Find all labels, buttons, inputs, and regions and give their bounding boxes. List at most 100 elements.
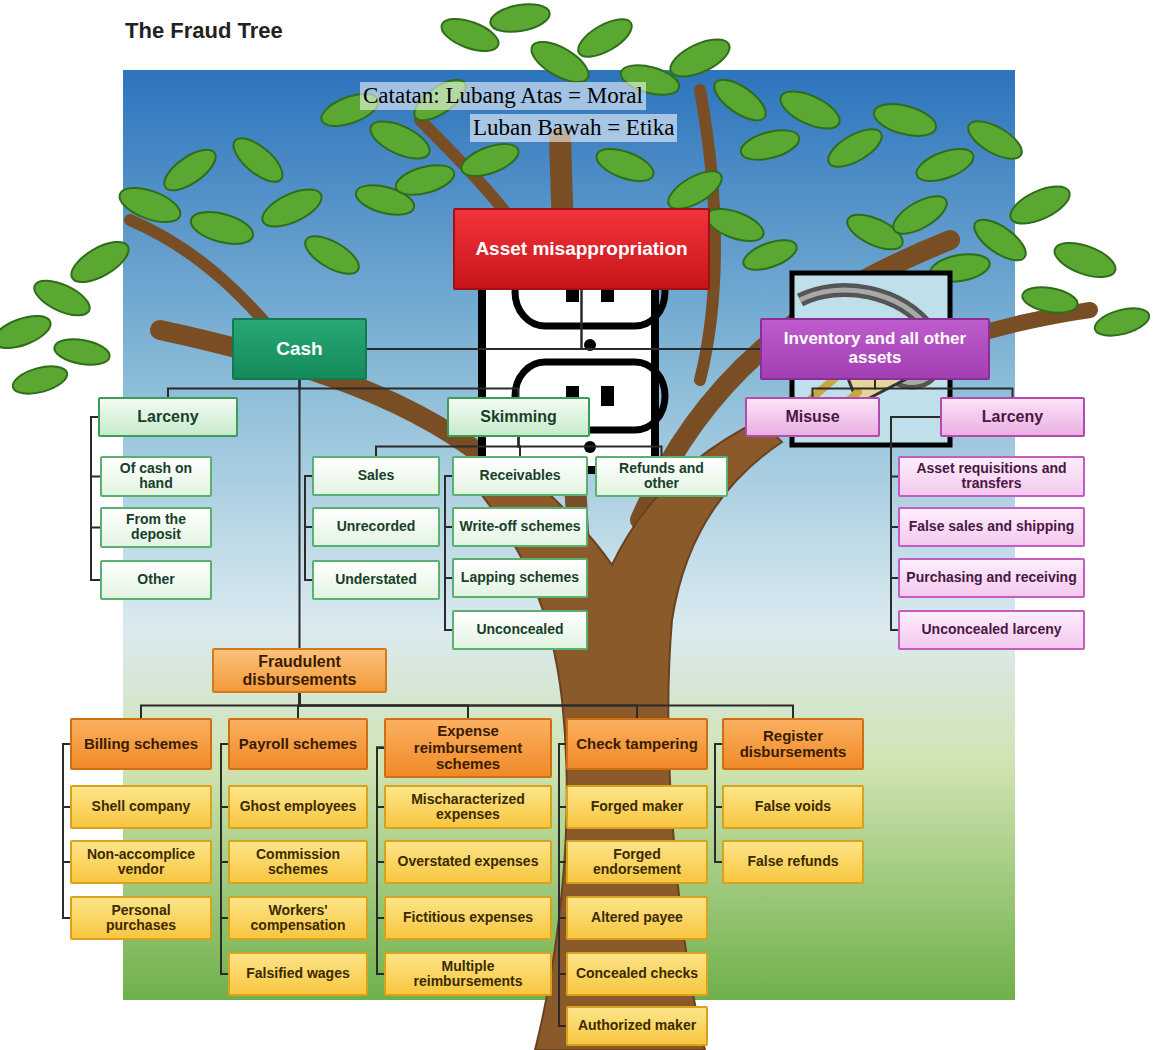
fraud-category-box: Falsified wages <box>228 952 368 996</box>
fraud-category-box: Unconcealed <box>452 610 588 650</box>
fraud-category-box: Authorized maker <box>566 1006 708 1046</box>
sky-panel <box>123 70 1015 1000</box>
diagram-title: The Fraud Tree <box>125 18 283 44</box>
tree-connector <box>305 476 312 580</box>
tree-connector <box>63 744 70 807</box>
tree-connector <box>377 748 384 862</box>
fraud-category-box: Asset requisitions and transfers <box>898 456 1085 497</box>
box-label: Unconcealed larceny <box>921 622 1061 637</box>
box-label: Misuse <box>785 408 839 426</box>
fraud-category-box: Fictitious expenses <box>384 896 552 940</box>
fraud-category-box: Misuse <box>745 397 880 437</box>
tree-connector <box>377 748 384 918</box>
box-label: Of cash on hand <box>106 461 206 492</box>
leaf <box>488 0 552 36</box>
box-label: Fictitious expenses <box>403 910 533 925</box>
leaf <box>158 142 222 198</box>
leaf <box>740 234 801 276</box>
leaf <box>457 138 522 183</box>
leaf <box>65 234 134 290</box>
box-label: Ghost employees <box>240 799 357 814</box>
tree-connector <box>376 437 519 456</box>
note-text: Catatan: Lubang Atas = Moral <box>360 82 646 110</box>
box-label: Unrecorded <box>337 519 416 534</box>
tree-connector <box>221 744 228 807</box>
fraud-category-box: Other <box>100 560 212 600</box>
tree-connector <box>221 744 228 974</box>
box-label: Mischaracterized expenses <box>390 792 546 823</box>
tree-connector <box>377 748 384 807</box>
box-label: Sales <box>358 468 395 483</box>
box-label: Register disbursements <box>728 728 858 761</box>
leaf <box>702 203 767 248</box>
leaf <box>10 361 70 399</box>
leaf <box>300 229 365 282</box>
fraud-category-box: Non-accomplice vendor <box>70 840 212 884</box>
tree-connector <box>63 744 70 918</box>
leaf <box>708 72 772 128</box>
leaf <box>1050 236 1120 284</box>
leaf <box>665 32 735 84</box>
fraud-category-box: Unrecorded <box>312 507 440 547</box>
box-label: Asset requisitions and transfers <box>904 461 1079 492</box>
box-label: Personal purchases <box>76 903 206 934</box>
fraud-category-box: Asset misappropriation <box>453 208 710 290</box>
tree-connector <box>367 290 582 349</box>
leaf <box>870 98 939 142</box>
box-label: False voids <box>755 799 831 814</box>
fraud-category-box: Receivables <box>452 456 588 496</box>
box-label: Larceny <box>982 408 1043 426</box>
leaf <box>912 143 977 188</box>
tree-connector <box>582 290 761 349</box>
tree-connector <box>221 744 228 862</box>
fraud-category-box: Altered payee <box>566 896 708 940</box>
fraud-category-box: Larceny <box>98 397 238 437</box>
fraud-category-box: Check tampering <box>566 718 708 770</box>
leaf <box>257 182 327 234</box>
tree-connector <box>813 380 876 397</box>
box-label: Workers' compensation <box>234 903 362 934</box>
fraud-category-box: Inventory and all other assets <box>760 318 990 380</box>
box-label: Understated <box>335 572 417 587</box>
fraud-category-box: Of cash on hand <box>100 456 212 497</box>
tree-connector <box>559 744 566 974</box>
fraud-category-box: Concealed checks <box>566 952 708 996</box>
fraud-category-box: Billing schemes <box>70 718 212 770</box>
box-label: Fraudulent disbursements <box>218 653 381 688</box>
fraud-category-box: Larceny <box>940 397 1085 437</box>
box-label: Expense reimbursement schemes <box>390 723 546 773</box>
box-label: Lapping schemes <box>461 570 579 585</box>
fraud-category-box: Refunds and other <box>595 456 728 497</box>
box-label: Non-accomplice vendor <box>76 847 206 878</box>
tree-connector <box>299 380 301 648</box>
leaf <box>393 160 458 201</box>
box-label: Skimming <box>480 408 556 426</box>
box-label: Other <box>137 572 174 587</box>
leaf <box>1020 283 1079 316</box>
tree-connector <box>445 476 452 578</box>
box-label: Larceny <box>137 408 198 426</box>
box-label: Refunds and other <box>601 461 722 492</box>
fraud-category-box: Mischaracterized expenses <box>384 785 552 829</box>
tree-connector <box>305 476 312 527</box>
tree-connector <box>715 744 722 862</box>
leaf <box>738 125 803 166</box>
fraud-category-box: Register disbursements <box>722 718 864 770</box>
fraud-category-box: Cash <box>232 318 367 380</box>
fraud-category-box: Overstated expenses <box>384 840 552 884</box>
box-label: Shell company <box>92 799 191 814</box>
tree-connector <box>559 744 566 918</box>
fraud-category-box: Forged endorsement <box>566 840 708 884</box>
fraud-category-box: Payroll schemes <box>228 718 368 770</box>
leaf <box>1005 179 1075 231</box>
tree-connector <box>559 744 566 1026</box>
box-label: Inventory and all other assets <box>766 330 984 367</box>
leaf <box>52 335 111 368</box>
tree-connector <box>221 744 228 918</box>
box-label: Payroll schemes <box>239 736 357 753</box>
box-label: Forged maker <box>591 799 684 814</box>
fraud-category-box: Commission schemes <box>228 840 368 884</box>
fraud-category-box: Ghost employees <box>228 785 368 829</box>
tree-connector <box>715 744 722 807</box>
tree-branches <box>130 90 1090 560</box>
